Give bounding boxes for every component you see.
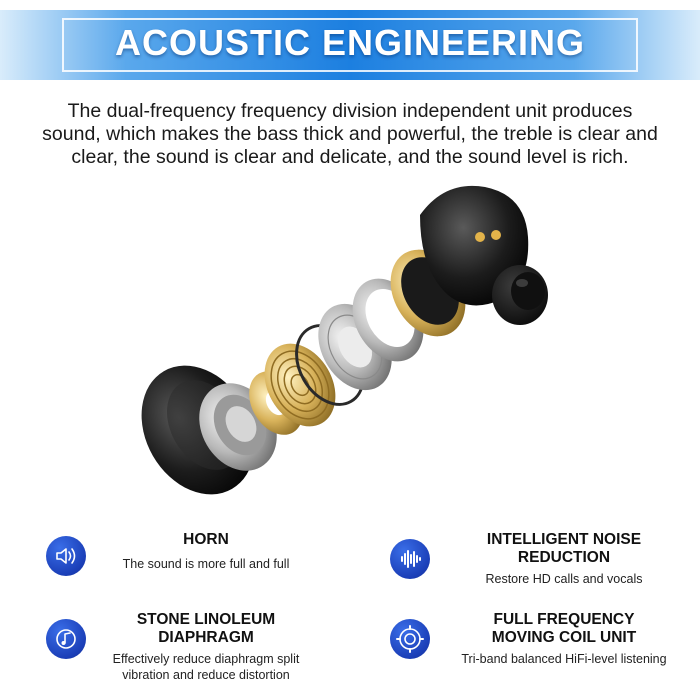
page-title: ACOUSTIC ENGINEERING (114, 22, 586, 63)
sound-wave-icon (390, 539, 430, 579)
description-line: clear, the sound is clear and delicate, … (71, 146, 629, 168)
description-line: The dual-frequency frequency division in… (67, 100, 633, 122)
feature-title: INTELLIGENT NOISE REDUCTION (486, 531, 642, 566)
banner-background (0, 10, 700, 80)
earbud-exploded-illustration (141, 185, 548, 495)
music-note-icon (46, 619, 86, 659)
speaker-icon (46, 536, 86, 576)
feature-description: Restore HD calls and vocals (485, 572, 643, 586)
front-shell (420, 185, 548, 325)
coil-unit-icon (390, 619, 430, 659)
feature-title: HORN (183, 531, 229, 548)
feature-description: The sound is more full and full (122, 557, 290, 571)
description-line: sound, which makes the bass thick and po… (42, 123, 658, 145)
feature-title: STONE LINOLEUM DIAPHRAGM (136, 611, 276, 646)
feature-title: FULL FREQUENCY MOVING COIL UNIT (491, 611, 637, 646)
header-banner: ACOUSTIC ENGINEERING (0, 10, 700, 80)
feature-description: Effectively reduce diaphragm split vibra… (112, 652, 300, 682)
banner-frame (62, 18, 638, 72)
voice-coil (264, 343, 336, 427)
description-text: The dual-frequency frequency division in… (14, 100, 686, 169)
feature-description: Tri-band balanced HiFi-level listening (461, 652, 667, 666)
